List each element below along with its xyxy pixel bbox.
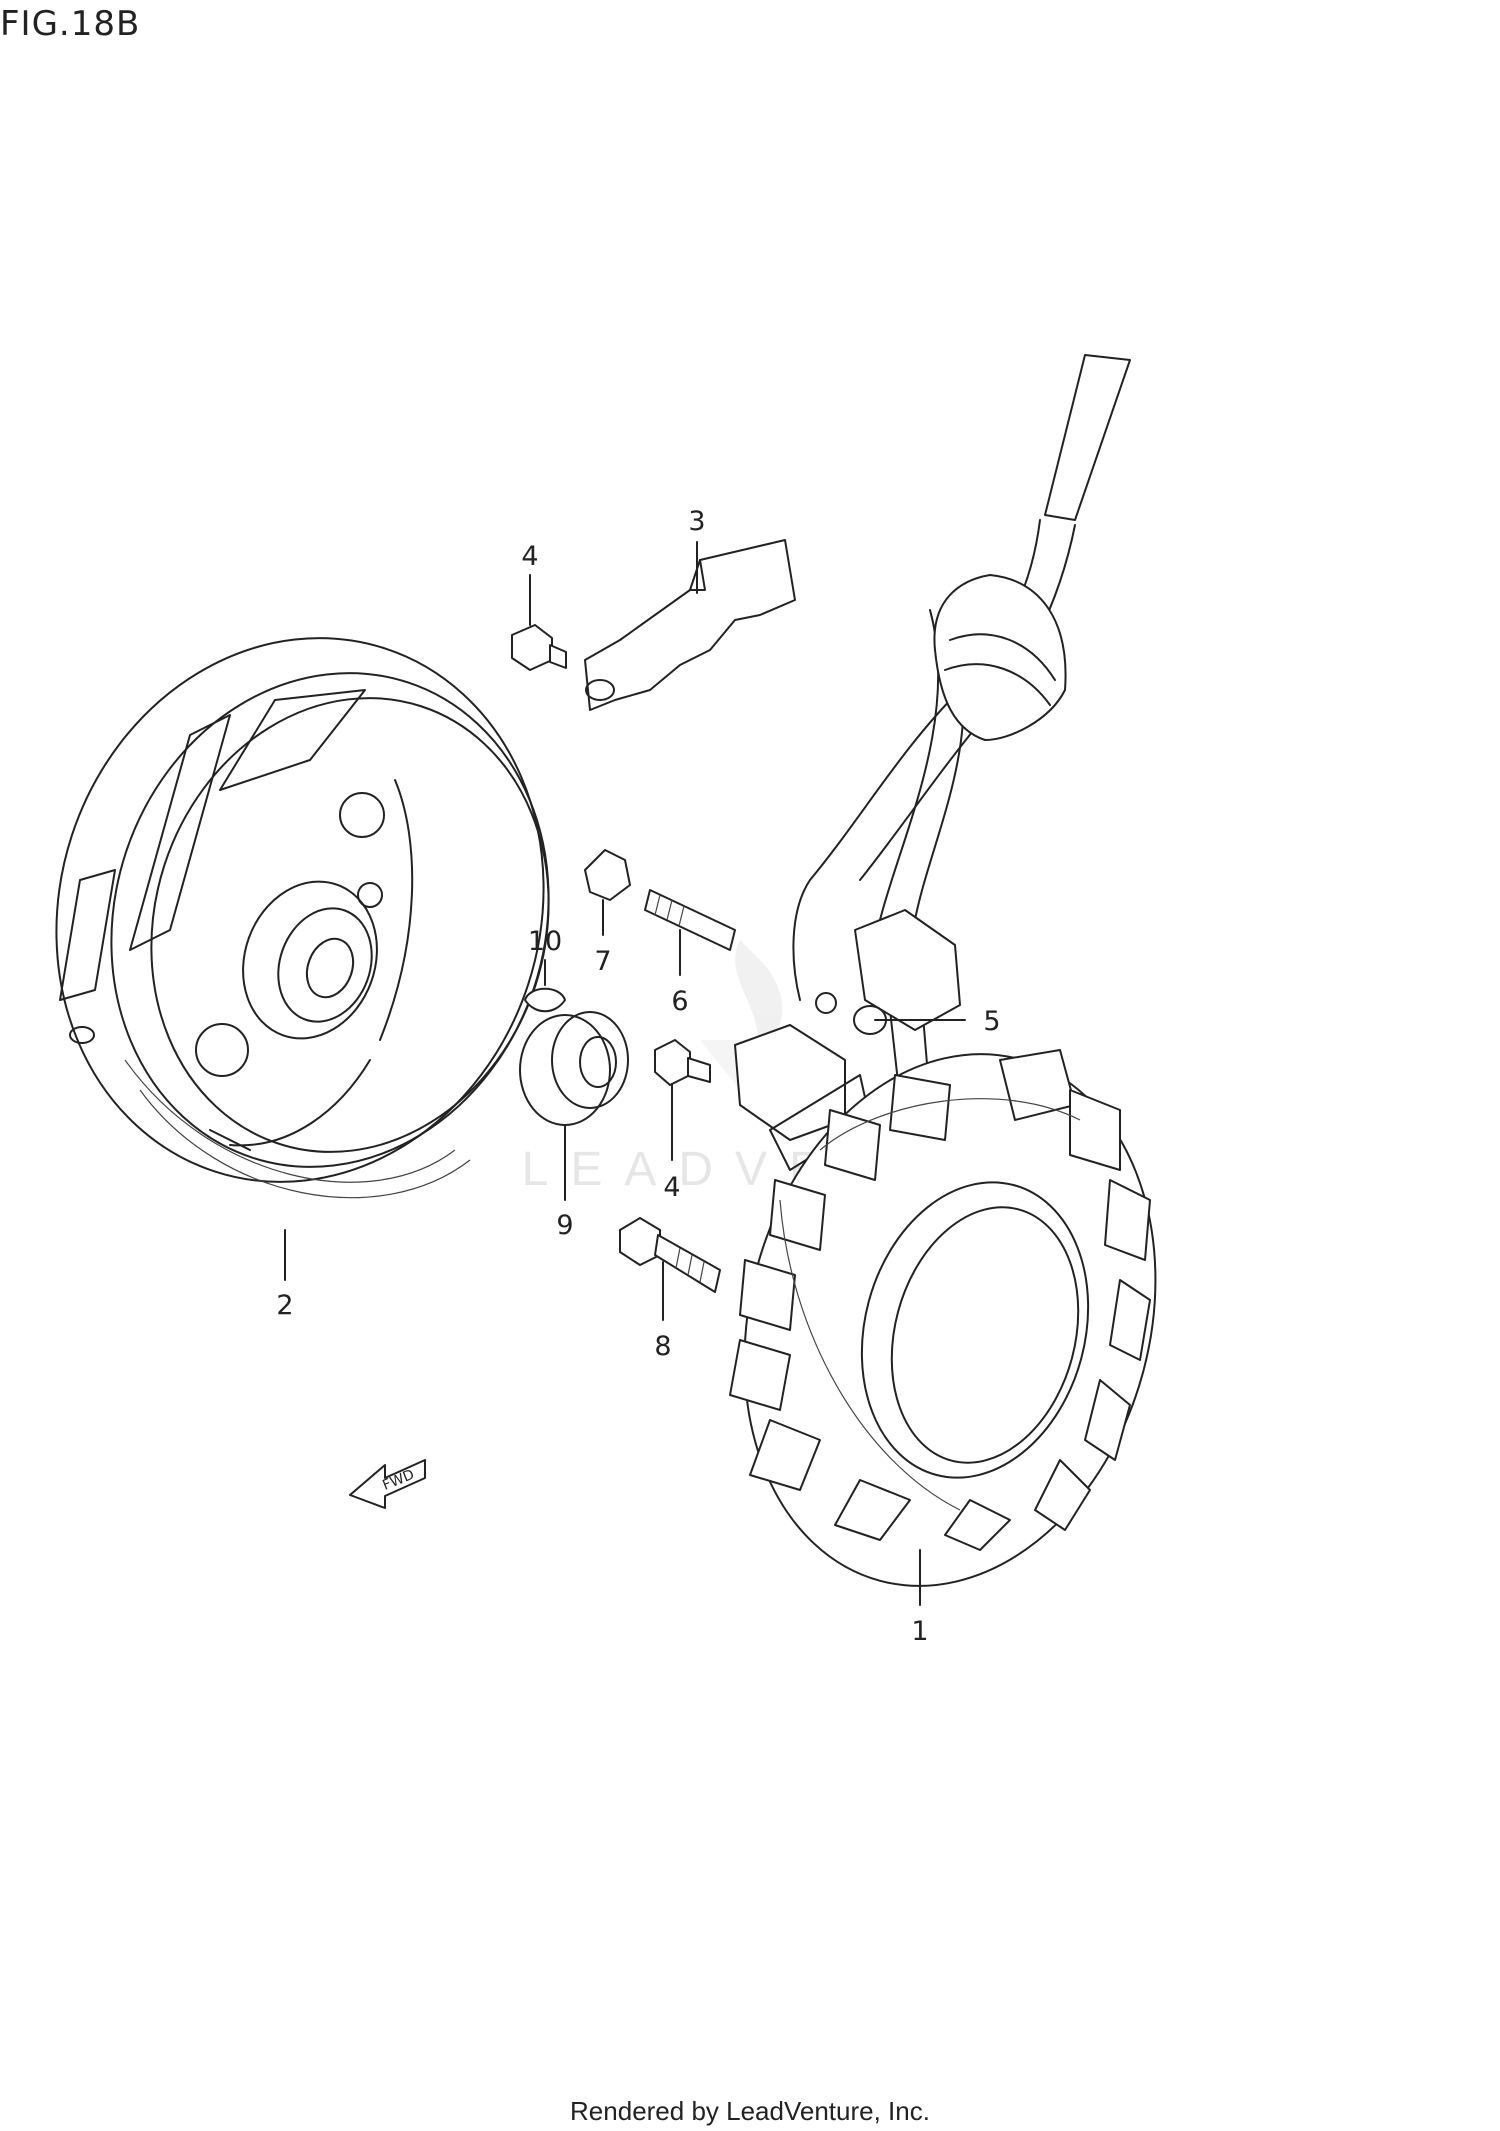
callout-4a: 4 (521, 541, 538, 572)
bolt-8[interactable] (619, 1217, 721, 1293)
figure-label: FIG.18B (0, 4, 141, 44)
callout-4b: 4 (663, 1172, 680, 1203)
stud-6[interactable] (644, 889, 736, 951)
nut-7[interactable] (584, 849, 631, 901)
callout-2: 2 (276, 1290, 293, 1321)
callout-5: 5 (983, 1006, 1000, 1037)
fwd-arrow-icon: FWD (349, 1459, 426, 1509)
callout-10: 10 (528, 926, 562, 957)
callout-6: 6 (671, 986, 688, 1017)
callout-9: 9 (556, 1210, 573, 1241)
footer-credit: Rendered by LeadVenture, Inc. (570, 2096, 930, 2126)
callout-1: 1 (911, 1616, 928, 1647)
key-10[interactable] (524, 987, 566, 1013)
collar-9[interactable] (519, 1011, 629, 1126)
stator-assembly[interactable] (687, 354, 1213, 1633)
flywheel-rotor[interactable] (0, 574, 613, 1245)
wire-clamp[interactable] (584, 539, 796, 711)
callout-7: 7 (594, 946, 611, 977)
callout-3: 3 (688, 506, 705, 537)
callout-8: 8 (654, 1331, 671, 1362)
bolt-top[interactable] (511, 624, 567, 671)
bolt-middle[interactable] (654, 1039, 711, 1086)
